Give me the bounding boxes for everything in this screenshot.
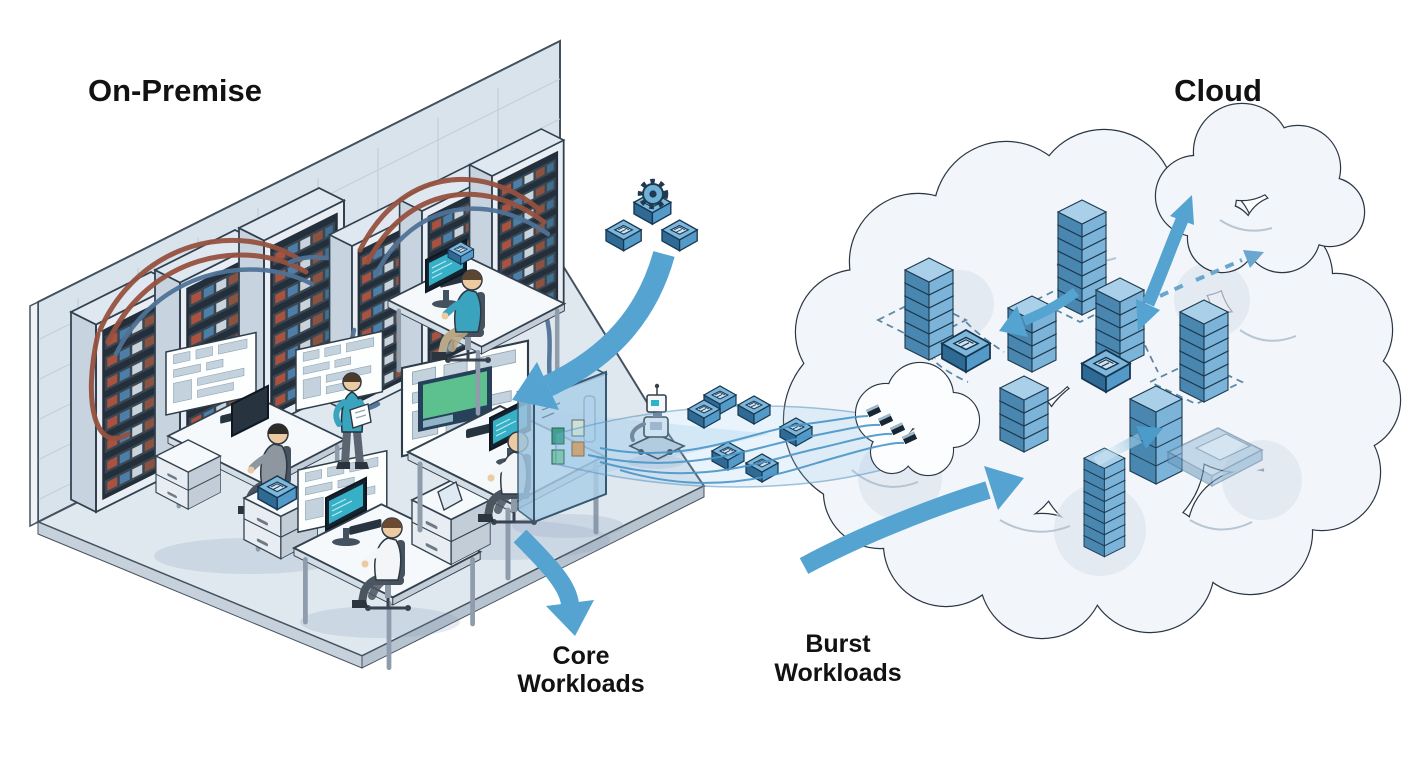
burst-workloads-label-line2: Workloads	[774, 659, 901, 687]
arrowhead	[984, 466, 1024, 510]
incoming-workload-cubes	[605, 178, 698, 252]
core-workloads-label-line1: Core	[553, 642, 610, 670]
dashed-scale-arrow	[1159, 250, 1264, 298]
core-workloads-arrow	[513, 529, 594, 636]
cloud-sync-arrow	[1136, 195, 1194, 331]
workstation-left	[155, 330, 384, 549]
workload-cube	[661, 219, 698, 252]
translucent-platform-structure	[1166, 427, 1264, 488]
tablet-stand	[437, 480, 463, 512]
small-cloud	[1154, 102, 1366, 274]
server-stack	[1180, 300, 1228, 402]
robot	[628, 383, 686, 469]
arrowhead	[1136, 426, 1163, 449]
core-workloads-label-line2: Workloads	[517, 670, 644, 698]
cloud-gateway	[587, 361, 981, 484]
arrowhead	[999, 306, 1028, 337]
dashed-zone	[875, 296, 969, 344]
gateway-ports	[866, 404, 918, 445]
cabinet-chip	[571, 441, 585, 457]
stream-lines	[587, 415, 905, 484]
ingest-arrow	[512, 250, 675, 410]
arrowhead	[1170, 195, 1194, 225]
wall-edge	[29, 300, 39, 528]
cloud-label: Cloud	[1174, 73, 1262, 108]
on-premise-scene	[29, 39, 770, 668]
arrowhead	[546, 600, 594, 636]
server-stack	[1000, 376, 1048, 452]
cloud-internal-arrow-left	[999, 288, 1080, 337]
server-stack	[1084, 448, 1125, 557]
cloud-internal-arrow-right	[1093, 426, 1163, 467]
cloud-workload-towers	[875, 200, 1264, 557]
on-premise-label: On-Premise	[88, 73, 262, 108]
workload-cube	[605, 219, 642, 252]
dashed-zone	[1147, 359, 1245, 405]
robot-eye	[651, 400, 659, 406]
robot-arm	[630, 422, 646, 442]
burst-workloads-arrow	[799, 466, 1024, 574]
burst-workloads-label-line1: Burst	[805, 630, 871, 658]
shadow	[300, 606, 460, 638]
arrowhead	[1243, 250, 1264, 268]
gear-icon	[637, 178, 669, 210]
green-dashboard-screen	[418, 366, 492, 432]
monitor-back	[231, 384, 269, 438]
arrowhead	[512, 362, 559, 410]
arrowhead	[1136, 299, 1160, 331]
